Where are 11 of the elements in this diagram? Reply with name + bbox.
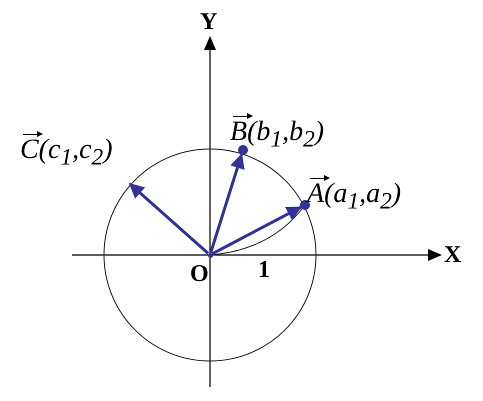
vector-arrow: [128, 182, 210, 254]
vector-label: A(a$_{1}$,a$_{2}$): [307, 172, 402, 214]
vector-arrow: [209, 153, 245, 254]
axis-label: X: [444, 243, 462, 267]
point-marker: [238, 145, 248, 155]
vector-label: C(c$_{1}$,c$_{2}$): [20, 128, 113, 170]
unit-label: 1: [258, 258, 270, 282]
origin-point: [208, 252, 212, 258]
vector-label: B(b$_{1}$,b$_{2}$): [230, 110, 324, 152]
origin-label: O: [190, 262, 209, 286]
axis-label: Y: [200, 10, 218, 34]
